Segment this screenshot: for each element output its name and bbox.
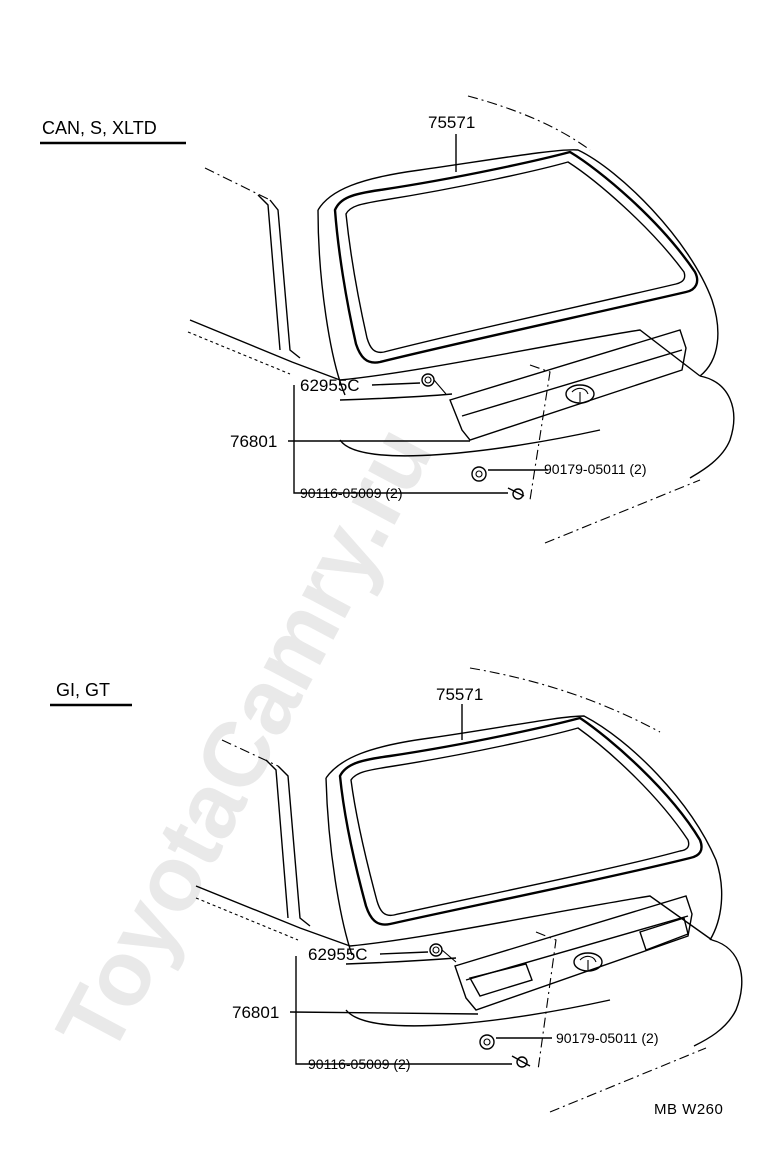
hatch-left-bottom <box>325 777 353 956</box>
part-label-nut-bottom: 90179-05011 (2) <box>556 1030 658 1046</box>
lamp-lens-right-bottom <box>639 917 689 951</box>
part-label-moulding-top: 75571 <box>428 113 475 132</box>
part-label-screw-bottom: 90116-05009 (2) <box>308 1056 410 1072</box>
body-side-top <box>189 319 341 381</box>
leader-clip-top <box>371 382 421 386</box>
screw-icon-top <box>507 487 525 500</box>
glass-top <box>345 161 686 354</box>
roof-line-top <box>467 95 591 151</box>
part-label-nut-top: 90179-05011 (2) <box>544 461 646 477</box>
c-pillar-inner-bottom <box>265 759 289 919</box>
leader-clip-bottom <box>379 951 429 955</box>
body-side-dot-top <box>187 331 291 375</box>
garnish-dash-bottom <box>535 931 557 1071</box>
emblem-mark-top <box>571 387 589 402</box>
garnish-top <box>449 329 687 441</box>
garnish-dash-top <box>529 364 551 501</box>
garnish-bottom <box>454 895 693 1011</box>
nut-icon-bottom <box>479 1034 495 1050</box>
clip-icon-bottom <box>429 943 457 963</box>
roof-line-bottom <box>469 667 661 733</box>
diagram-code: MB W260 <box>654 1101 723 1118</box>
glass-bottom <box>350 727 690 917</box>
screw-icon-bottom <box>511 1055 531 1068</box>
hatch-outer-top <box>317 149 719 377</box>
pillar-line-top <box>204 167 271 201</box>
hatch-outer-bottom <box>325 715 723 941</box>
bumper-top <box>689 375 735 479</box>
garnish-inner-top <box>461 349 683 417</box>
c-pillar-inner-top <box>257 194 281 351</box>
part-label-moulding-bottom: 75571 <box>436 685 483 704</box>
emblem-mark-bottom <box>579 955 597 970</box>
leader-bracket-bottom <box>295 956 512 1065</box>
leader-garnish-bottom <box>289 1011 479 1015</box>
leader-bracket-top <box>293 385 508 494</box>
section-bottom: GI, GT <box>50 667 743 1113</box>
hatch-lower-edge-bottom <box>345 957 457 965</box>
glass-moulding-top <box>333 150 699 364</box>
hatch-lower-edge-top <box>339 393 453 401</box>
ground-line-bottom <box>549 1047 707 1113</box>
body-side-dot-bottom <box>195 897 299 941</box>
part-label-clip-bottom: 62955C <box>308 945 368 964</box>
hatch-lower-bottom <box>349 895 713 947</box>
bumper-lower-top <box>339 429 601 457</box>
body-side-bottom <box>195 885 351 947</box>
nut-icon-top <box>471 466 487 482</box>
ground-line-top <box>544 479 701 544</box>
hatch-lower-top <box>339 329 701 381</box>
part-label-clip-top: 62955C <box>300 376 360 395</box>
emblem-top <box>565 384 595 404</box>
watermark-text: ToyotaCamry.ru <box>38 411 453 1070</box>
section-top: CAN, S, XLTD <box>40 95 735 544</box>
clip-icon-top <box>421 373 447 395</box>
variant-label-bottom: GI, GT <box>56 680 110 700</box>
hatch-left-top <box>317 209 346 396</box>
part-label-garnish-top: 76801 <box>230 432 277 451</box>
variant-label-top: CAN, S, XLTD <box>42 118 157 138</box>
glass-moulding-bottom <box>338 716 703 926</box>
part-label-screw-top: 90116-05009 (2) <box>300 485 402 501</box>
part-label-garnish-bottom: 76801 <box>232 1003 279 1022</box>
c-pillar-top <box>269 199 301 359</box>
emblem-bottom <box>573 952 603 972</box>
lamp-lens-left-bottom <box>468 963 533 997</box>
bumper-lower-bottom <box>345 999 611 1027</box>
bumper-bottom <box>693 939 743 1047</box>
c-pillar-bottom <box>277 765 311 927</box>
